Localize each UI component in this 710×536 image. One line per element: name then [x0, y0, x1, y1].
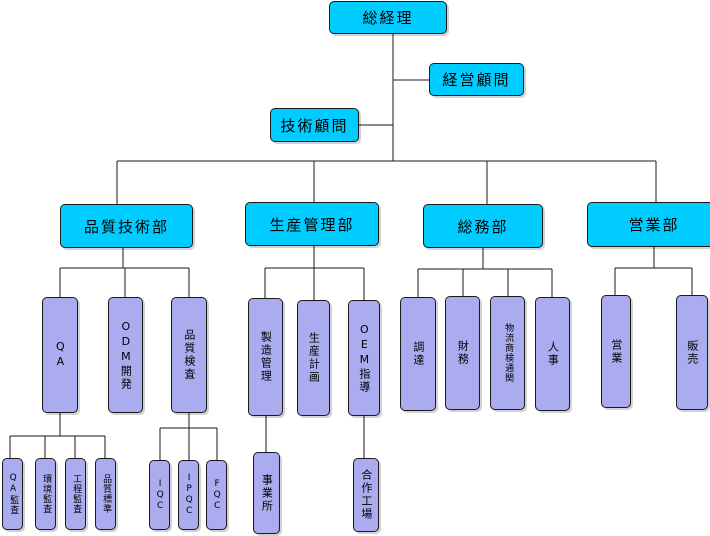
- unit-qa-audit: QA監査: [2, 458, 23, 530]
- ceo-box: 総経理: [329, 1, 447, 34]
- section-retail: 販売: [676, 295, 708, 410]
- technical-advisor-box: 技術顧問: [270, 108, 359, 142]
- dept-sales: 営業部: [587, 202, 710, 247]
- section-qa: QA: [42, 297, 78, 413]
- section-finance: 財務: [445, 296, 480, 410]
- section-logistics-customs: 物流商検通関: [490, 296, 525, 410]
- unit-partner-factory: 合作工場: [353, 458, 379, 532]
- dept-production-mgmt: 生産管理部: [245, 202, 379, 246]
- section-production-plan: 生産計画: [297, 300, 330, 416]
- unit-process-audit: 工程監査: [65, 458, 86, 530]
- dept-quality-tech: 品質技術部: [60, 204, 193, 248]
- section-odm-dev: ODM開発: [108, 297, 143, 413]
- unit-fqc: FQC: [206, 460, 227, 530]
- unit-iqc: IQC: [149, 460, 170, 530]
- dept-general-affairs: 総務部: [423, 204, 543, 248]
- section-quality-inspection: 品質検査: [171, 297, 207, 413]
- section-sales: 営業: [601, 295, 631, 408]
- management-advisor-box: 経営顧問: [429, 63, 524, 96]
- section-oem-guidance: OEM指導: [348, 300, 380, 416]
- section-hr: 人事: [535, 297, 570, 411]
- unit-business-office: 事業所: [253, 452, 280, 534]
- unit-quality-standard: 品質標準: [95, 458, 116, 530]
- unit-environment-audit: 環境監査: [35, 458, 56, 530]
- section-manufacturing-mgmt: 製造管理: [248, 298, 283, 416]
- section-procurement: 調達: [400, 297, 436, 411]
- unit-ipqc: IPQC: [178, 460, 199, 530]
